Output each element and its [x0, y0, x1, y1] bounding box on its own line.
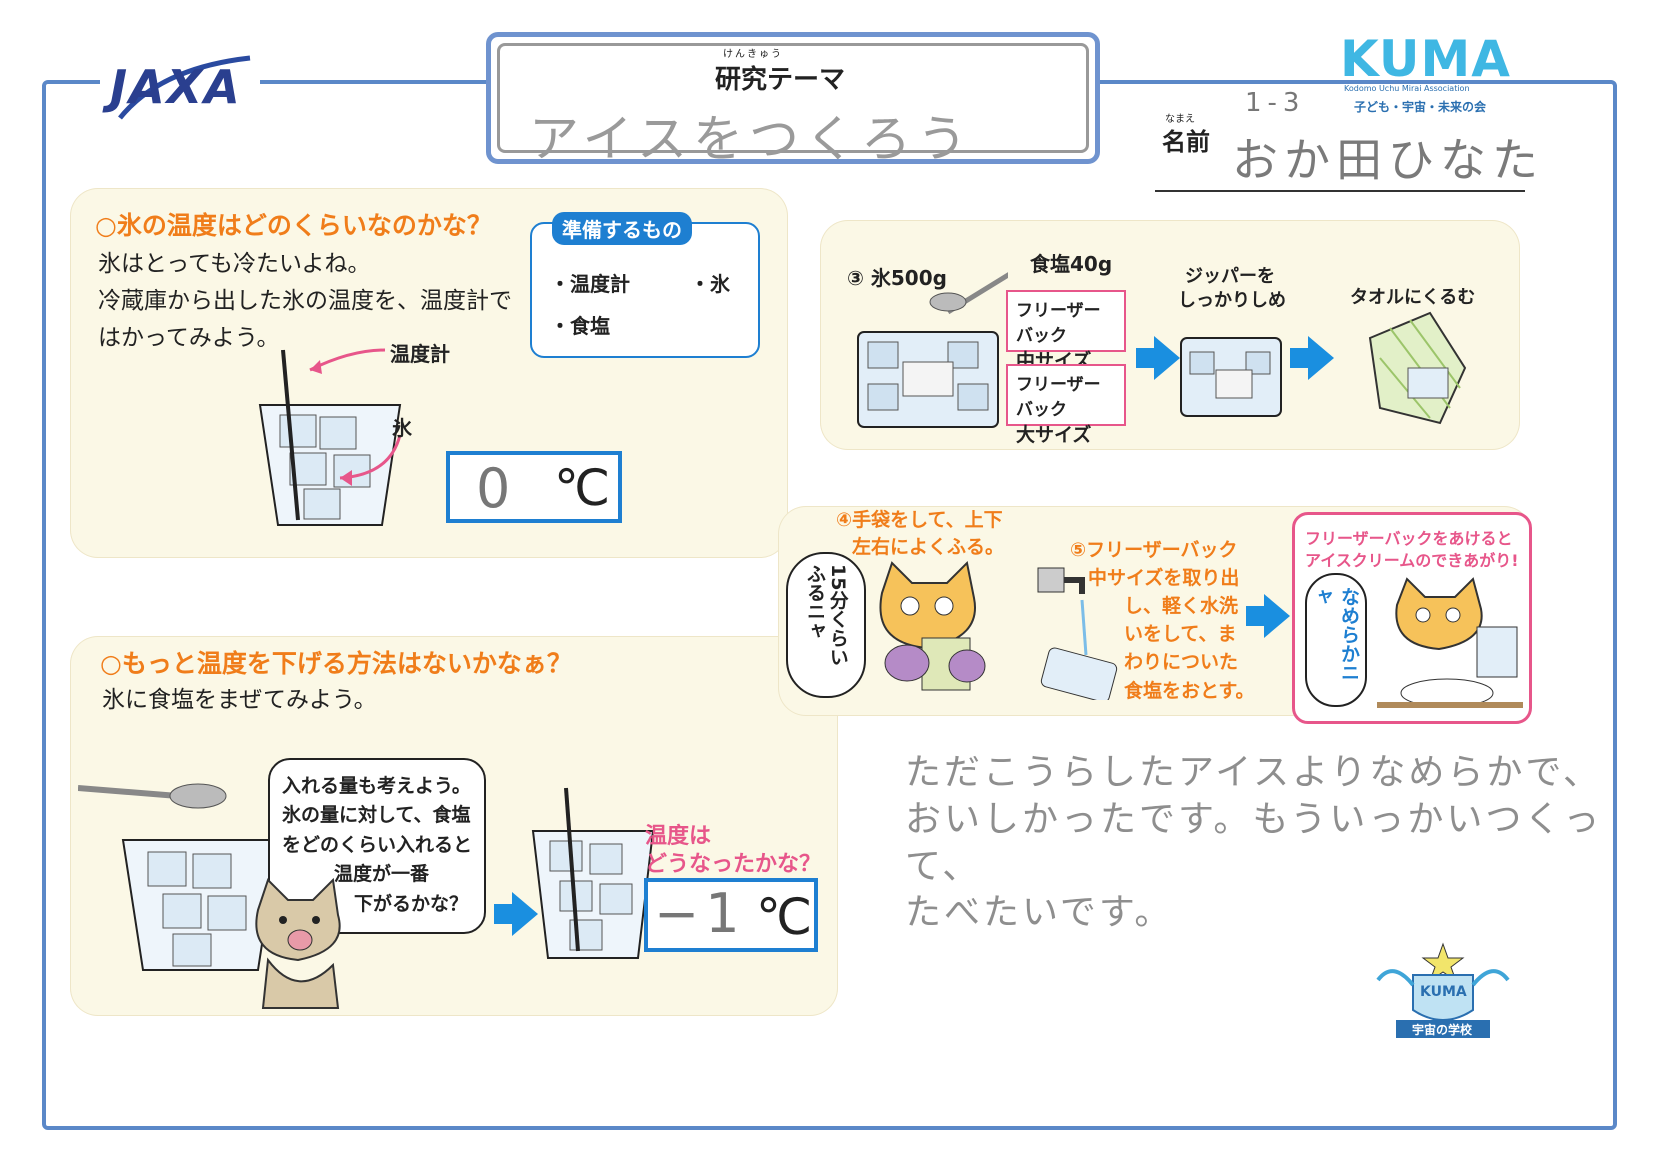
salt-spoon-illustration — [78, 783, 280, 971]
ice-glass-illustration — [258, 349, 402, 526]
label-ice: 氷 — [392, 416, 412, 440]
bubble-line1: 入れる量も考えよう。 — [282, 775, 471, 797]
step3-container-illustration — [857, 272, 1008, 428]
step5-line5: わりについた — [1124, 651, 1239, 674]
step4-line1: ④手袋をして、上下 — [836, 509, 1003, 531]
step3-salt-label: 食塩40g — [1030, 252, 1113, 276]
jaxa-logo: JAXA — [100, 48, 260, 128]
final-box: フリーザーバックをあけると アイスクリームのできあがり! なめらかニャ — [1292, 512, 1532, 724]
name-ruby: なまえ — [1165, 114, 1195, 125]
theme-box: けんきゅう 研究テーマ アイスをつくろう — [486, 32, 1100, 168]
theme-value: アイスをつくろう — [529, 110, 973, 168]
final-bubble-text: なめらかニャ — [1311, 587, 1360, 682]
section2-answer-box: −1 ℃ — [644, 878, 818, 952]
step3-zipper-line1: ジッパーを — [1185, 266, 1275, 287]
kuma-badge: KUMA 宇宙の学校 — [1368, 940, 1518, 1040]
comment-line3: たべたいです。 — [905, 892, 1174, 934]
step4-speech-bubble: 15分くらい ふるニャ — [786, 552, 866, 698]
step5-line1: ⑤フリーザーバック — [1070, 539, 1238, 561]
final-line2: アイスクリームのできあがり! — [1305, 551, 1519, 570]
kuma-logo: KUMA Kodomo Uchu Mirai Association 子ども・宇… — [1340, 30, 1510, 120]
label-thermometer: 温度計 — [390, 342, 450, 366]
section2-speech-bubble: 入れる量も考えよう。 氷の量に対して、食塩 をどのくらい入れると 温度が一番 下… — [268, 758, 486, 934]
jaxa-swoosh-icon — [118, 55, 251, 120]
final-speech-bubble: なめらかニャ — [1305, 573, 1367, 707]
section1-line2: 冷蔵庫から出した氷の温度を、温度計で — [98, 287, 512, 314]
prep-item-salt: ・食塩 — [550, 314, 610, 338]
section1-line3: はかってみよう。 — [98, 324, 280, 351]
happy-cat-illustration — [1377, 577, 1523, 708]
step3-towel-illustration — [1368, 311, 1467, 425]
step5-text: ⑤フリーザーバック 中サイズを取り出 し、軽く水洗 いをして、ま わりについた … — [1070, 536, 1255, 705]
badge-ribbon-text: 宇宙の学校 — [1412, 1023, 1473, 1037]
section1-answer-box: 0 ℃ — [446, 451, 622, 523]
theme-inner — [497, 43, 1089, 153]
section2-question-line1: 温度は — [645, 824, 712, 849]
jaxa-logo-text: JAXA — [110, 60, 242, 114]
kuma-logo-sub: Kodomo Uchu Mirai Association — [1344, 84, 1470, 93]
step3-towel-label: タオルにくるむ — [1350, 287, 1476, 308]
step3-sealed-bag-illustration — [1180, 337, 1282, 417]
step4-line2: 左右によくふる。 — [852, 536, 1005, 558]
step3-ice-label: ③ 氷500g — [847, 266, 947, 290]
salted-ice-glass-illustration — [531, 787, 655, 959]
section1-answer-value: 0 — [476, 457, 517, 520]
kuma-logo-text: KUMA — [1340, 30, 1511, 88]
section2-line1: 氷に食塩をまぜてみよう。 — [102, 687, 377, 713]
bubble-line3: をどのくらい入れると — [282, 833, 473, 856]
section2-answer-value: −1 — [654, 882, 746, 945]
name-value: おか田ひなた — [1232, 133, 1544, 187]
theme-label: 研究テーマ — [715, 65, 846, 95]
prep-item-ice: ・氷 — [690, 272, 730, 296]
thermometer-pointer-icon — [309, 348, 386, 374]
prep-item-thermometer: ・温度計 — [550, 272, 630, 296]
comment-text: ただこうらしたアイスよりなめらかで、 おいしかったです。もういっかいつくって、 … — [905, 750, 1654, 937]
bag-medium-line1: フリーザーバック — [1016, 301, 1101, 346]
step5-line2: 中サイズを取り出 — [1088, 567, 1240, 590]
section2-answer-unit: ℃ — [756, 888, 813, 946]
section2-title: ○もっと温度を下げる方法はないかなぁ？ — [100, 649, 572, 678]
section1-answer-unit: ℃ — [554, 459, 611, 517]
final-line1: フリーザーバックをあけると — [1305, 529, 1513, 548]
bubble-line5: 下がるかな？ — [354, 892, 469, 915]
step5-line4: いをして、ま — [1124, 623, 1237, 646]
badge-logo: KUMA — [1420, 984, 1467, 1000]
section1-line1: 氷はとっても冷たいよね。 — [98, 251, 371, 277]
prep-box: 準備するもの ・温度計 ・氷 ・食塩 — [530, 212, 760, 358]
faucet-wash-illustration — [1037, 567, 1118, 700]
class-value: 1-3 — [1245, 88, 1306, 118]
section1-title: ○氷の温度はどのくらいなのかな？ — [95, 211, 492, 240]
prep-title: 準備するもの — [552, 212, 692, 245]
section1-text: 氷はとっても冷たいよね。 冷蔵庫から出した氷の温度を、温度計で はかってみよう。 — [98, 246, 512, 356]
section2-question-line2: どうなったかな？ — [645, 852, 822, 877]
name-underline — [1155, 190, 1525, 192]
badge-crest-icon — [1376, 942, 1510, 1038]
bag-large-line1: フリーザーバック — [1016, 375, 1101, 420]
comment-line1: ただこうらしたアイスよりなめらかで、 — [905, 752, 1602, 793]
bag-large-line2: 大サイズ — [1016, 424, 1092, 446]
step4-bubble-text: 15分くらい ふるニャ — [803, 564, 849, 688]
ice-pointer-icon — [339, 434, 402, 486]
bubble-line2: 氷の量に対して、食塩 — [282, 804, 471, 827]
step5-line3: し、軽く水洗 — [1124, 595, 1239, 618]
step4-bubble-shake: ふるニャ — [804, 564, 826, 640]
step4-bubble-number: 15 — [826, 564, 849, 591]
step3-bag-large: フリーザーバック 大サイズ — [1006, 364, 1126, 446]
bubble-line4: 温度が一番 — [334, 863, 430, 886]
cat-illustration — [255, 877, 341, 1009]
theme-ruby: けんきゅう — [723, 49, 783, 60]
comment-line2: おいしかったです。もういっかいつくって、 — [905, 798, 1603, 887]
name-label: 名前 — [1162, 128, 1210, 156]
kuma-tagline: 子ども・宇宙・未来の会 — [1354, 100, 1487, 114]
step4-bubble-minutes: 分くらい — [826, 590, 849, 667]
shaking-cat-illustration — [879, 560, 986, 691]
step3-zipper-line2: しっかりしめ — [1178, 290, 1286, 311]
step5-line6: 食塩をおとす。 — [1124, 679, 1255, 702]
step3-bag-medium: フリーザーバック 中サイズ — [1006, 290, 1126, 372]
